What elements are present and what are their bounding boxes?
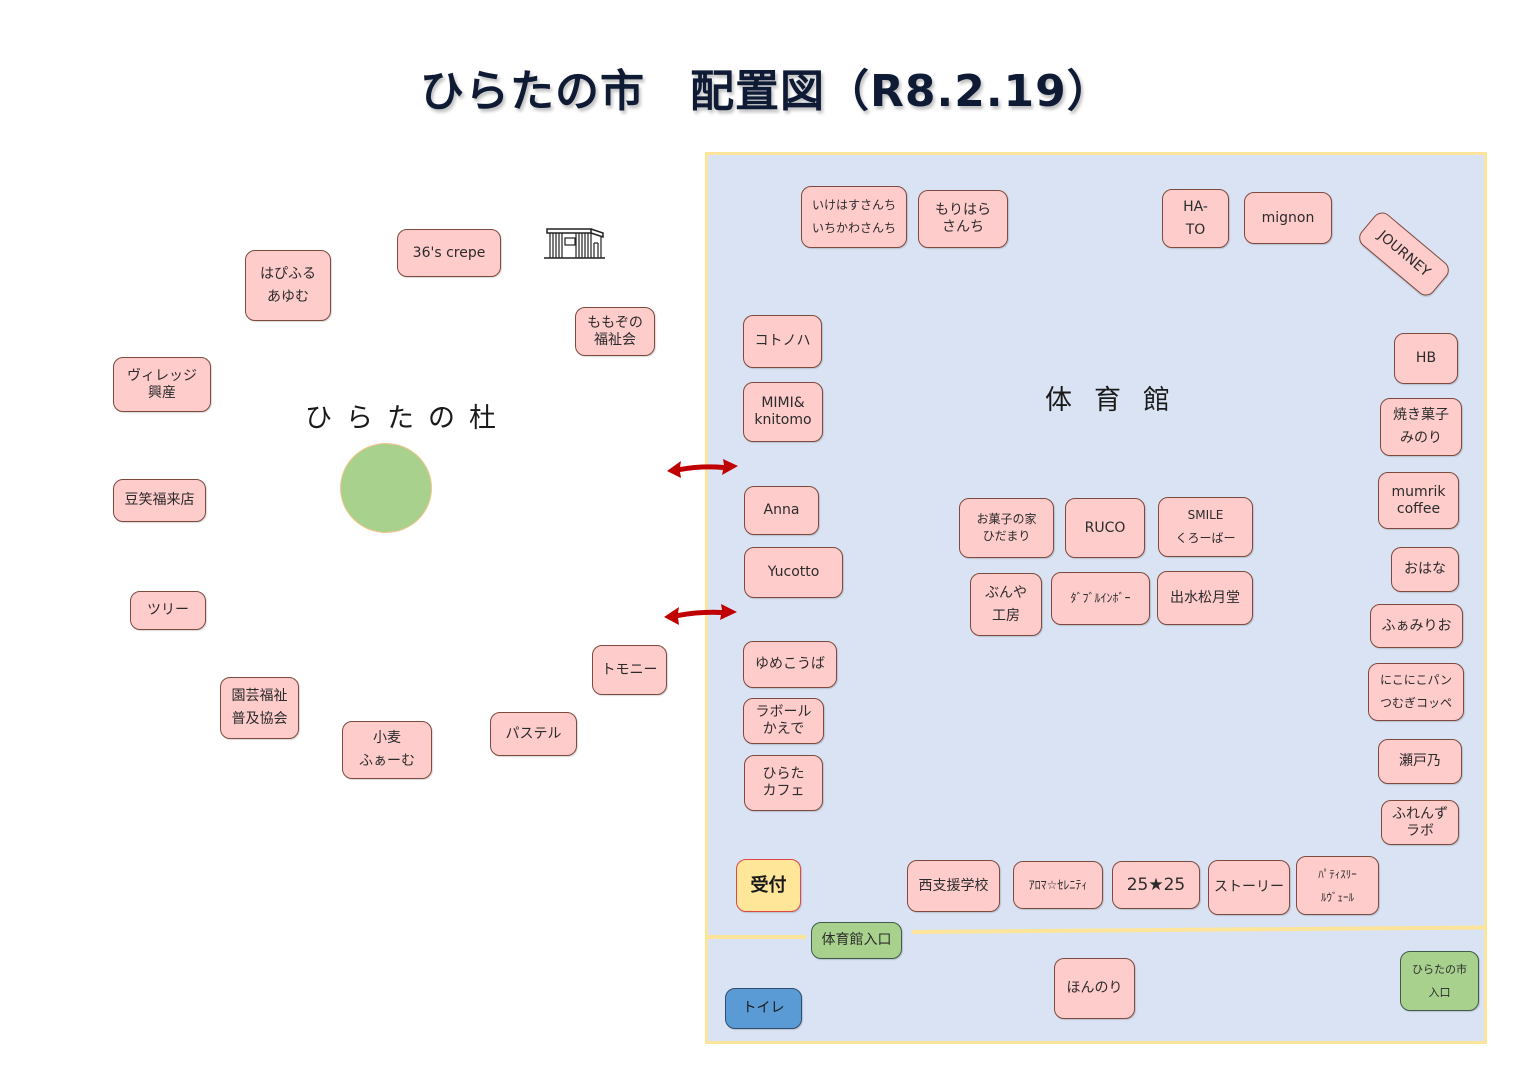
building-shed-icon: [544, 228, 605, 259]
booth-mignon[interactable]: mignon: [1244, 192, 1332, 244]
booth-patisserie-reveil[interactable]: ﾊﾟﾃｨｽﾘｰ ﾙｳﾞｪｰﾙ: [1296, 856, 1379, 915]
booth-komugi-farm[interactable]: 小麦 ふぁーむ: [342, 721, 432, 779]
booth-kotonoha[interactable]: コトノハ: [743, 315, 822, 368]
park-area-label: ひらたの杜: [305, 403, 510, 434]
booth-tree[interactable]: ツリー: [130, 591, 206, 630]
booth-morihara-sanchi[interactable]: もりはら さんち: [918, 190, 1008, 248]
booth-25-25[interactable]: 25★25: [1112, 861, 1200, 909]
gym-entrance[interactable]: 体育館入口: [811, 922, 902, 959]
tree-circle-icon: [340, 443, 432, 533]
booth-yakigashi-minori[interactable]: 焼き菓子 みのり: [1380, 398, 1462, 456]
booth-famirio[interactable]: ふぁみりお: [1370, 604, 1463, 648]
booth-honnori[interactable]: ほんのり: [1054, 958, 1135, 1019]
market-entrance[interactable]: ひらたの市 入口: [1400, 951, 1479, 1011]
booth-village-kousan[interactable]: ヴィレッジ 興産: [113, 357, 211, 412]
booth-hapifuru-ayumu[interactable]: はぴふる あゆむ: [245, 250, 331, 321]
booth-36s-crepe[interactable]: 36's crepe: [397, 229, 501, 277]
booth-story[interactable]: ストーリー: [1208, 860, 1290, 915]
booth-ohana[interactable]: おはな: [1391, 547, 1459, 592]
booth-hirata-cafe[interactable]: ひらた カフェ: [744, 755, 823, 811]
booth-yucotto[interactable]: Yucotto: [744, 547, 843, 598]
gym-area-label: 体育館: [1045, 385, 1192, 416]
booth-smile-clover[interactable]: SMILE くろーばー: [1158, 497, 1253, 557]
gym-divider-left: [708, 935, 806, 939]
booth-engei-fukushi[interactable]: 園芸福祉 普及協会: [220, 677, 299, 739]
booth-ikehasu-ichikawa[interactable]: いけはすさんち いちかわさんち: [801, 186, 907, 248]
booth-mimi-knitomo[interactable]: MIMI& knitomo: [743, 382, 823, 442]
double-arrow-icon: [664, 604, 737, 625]
booth-mumrik-coffee[interactable]: mumrik coffee: [1378, 472, 1459, 529]
booth-tomonii[interactable]: トモニー: [592, 645, 667, 695]
booth-aroma-serenity[interactable]: ｱﾛﾏ☆ｾﾚﾆﾃｨ: [1013, 861, 1103, 909]
booth-izumi-shougetsudou[interactable]: 出水松月堂: [1157, 571, 1253, 625]
booth-setono[interactable]: 瀬戸乃: [1378, 739, 1462, 784]
booth-okashinoie-hidamari[interactable]: お菓子の家 ひだまり: [959, 498, 1054, 558]
booth-nikoniko-pan-tsumugi-koppe[interactable]: にこにこパン つむぎコッペ: [1368, 663, 1464, 721]
double-arrow-icon: [667, 459, 738, 478]
booth-momozono-fukushikai[interactable]: ももぞの 福祉会: [575, 307, 655, 356]
booth-bunya-koubou[interactable]: ぶんや 工房: [970, 573, 1042, 636]
booth-yumekouba[interactable]: ゆめこうば: [743, 641, 837, 688]
toilet[interactable]: トイレ: [725, 988, 802, 1029]
booth-ha-to[interactable]: HA- TO: [1162, 189, 1229, 248]
booth-friends-labo[interactable]: ふれんず ラボ: [1381, 800, 1459, 845]
page-title: ひらたの市 配置図（R8.2.19）: [420, 66, 1112, 117]
booth-anna[interactable]: Anna: [744, 486, 819, 535]
booth-nishi-shien-gakkou[interactable]: 西支援学校: [907, 860, 1000, 912]
reception-desk[interactable]: 受付: [736, 859, 801, 912]
booth-double-rainbow[interactable]: ﾀﾞﾌﾞﾙｲﾝﾎﾞｰ: [1051, 572, 1150, 625]
booth-pastel[interactable]: パステル: [490, 712, 577, 756]
booth-mameemi-fukuraiten[interactable]: 豆笑福来店: [113, 479, 206, 522]
booth-ruco[interactable]: RUCO: [1065, 498, 1145, 558]
booth-labor-kaede[interactable]: ラボール かえで: [743, 698, 824, 744]
booth-hb[interactable]: HB: [1394, 333, 1458, 384]
